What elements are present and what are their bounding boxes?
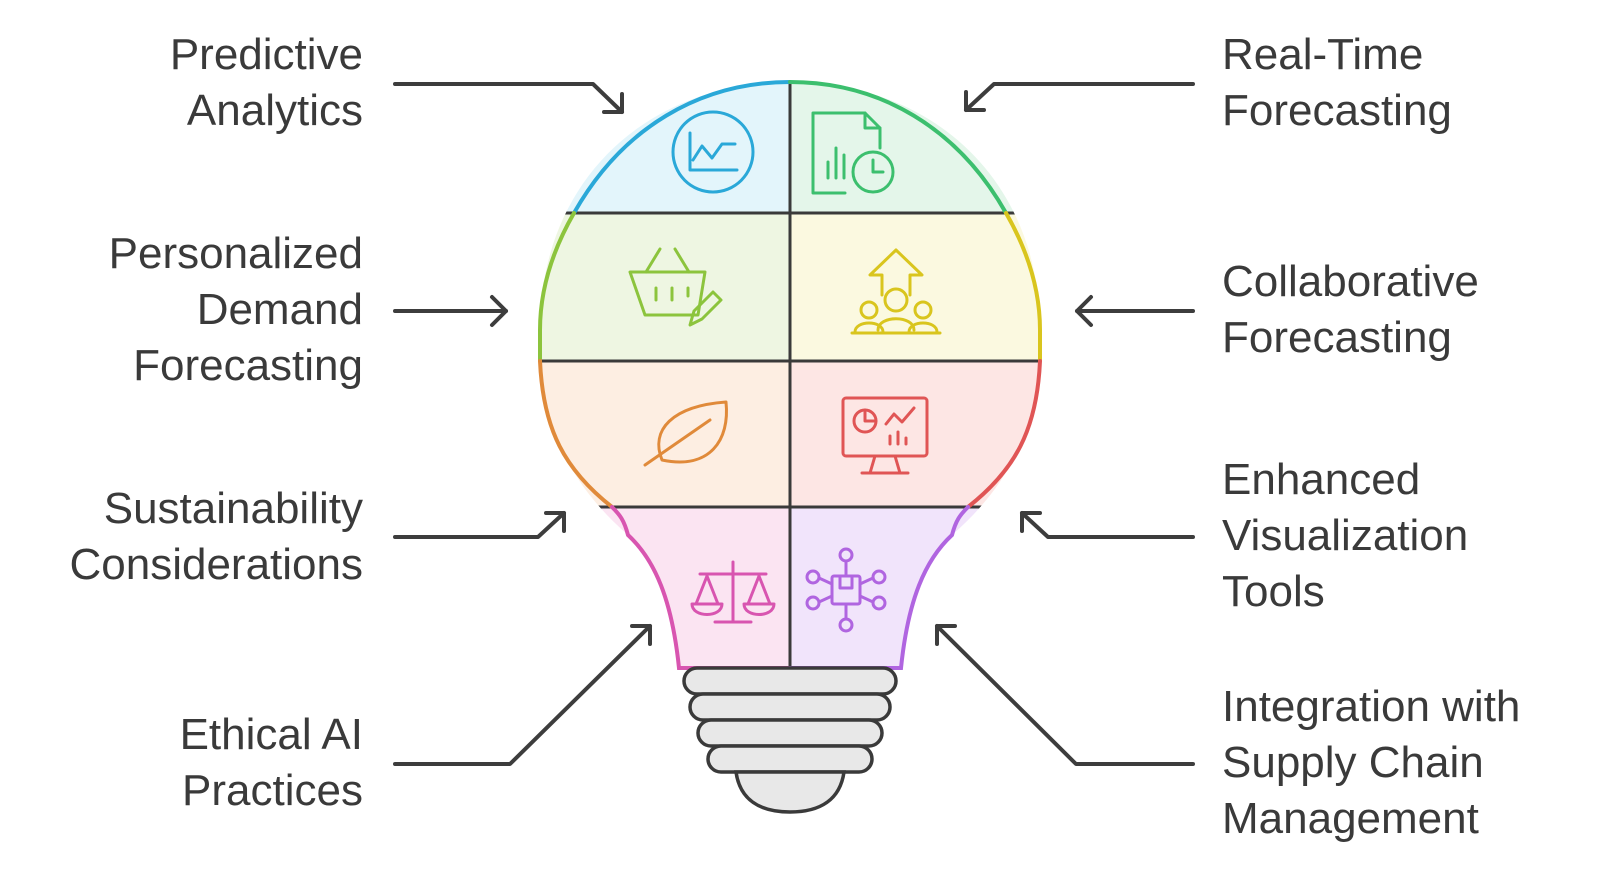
segment-integration-with-supply-chain-management [790,507,1040,668]
basket-pencil-icon [628,247,723,327]
outline-arc-green [788,80,1008,215]
network-box-icon [805,547,887,633]
team-growth-icon [850,248,942,335]
bulb-screw-base [682,666,898,814]
segment-sustainability-considerations [540,361,790,507]
arrow-ethical-ai-practices [393,624,652,766]
arrow-predictive-analytics [393,82,624,114]
line-chart-icon [671,110,755,194]
balance-scale-icon [690,560,776,624]
outline-arc-red [966,359,1042,509]
outline-arc-lime [538,211,576,363]
outline-arc-purple [788,505,970,670]
arrow-integration-with-supply-chain-management [935,624,1195,766]
report-clock-icon [811,111,895,195]
leaf-icon [643,400,728,467]
outline-arc-pink [610,505,792,670]
arrow-collaborative-forecasting [1075,295,1195,327]
segment-enhanced-visualization-tools [790,361,1040,507]
arrow-sustainability-considerations [393,511,566,539]
segment-personalized-demand-forecasting [540,213,790,361]
dashboard-monitor-icon [841,396,929,475]
segment-collaborative-forecasting [790,213,1040,361]
outline-arc-blue [572,80,792,215]
arrow-personalized-demand-forecasting [393,295,508,327]
outline-arc-orange [538,359,614,509]
segment-ethical-ai-practices [540,507,790,668]
outline-arc-yellow [1004,211,1042,363]
arrow-real-time-forecasting [964,82,1195,112]
arrow-enhanced-visualization-tools [1020,511,1195,539]
